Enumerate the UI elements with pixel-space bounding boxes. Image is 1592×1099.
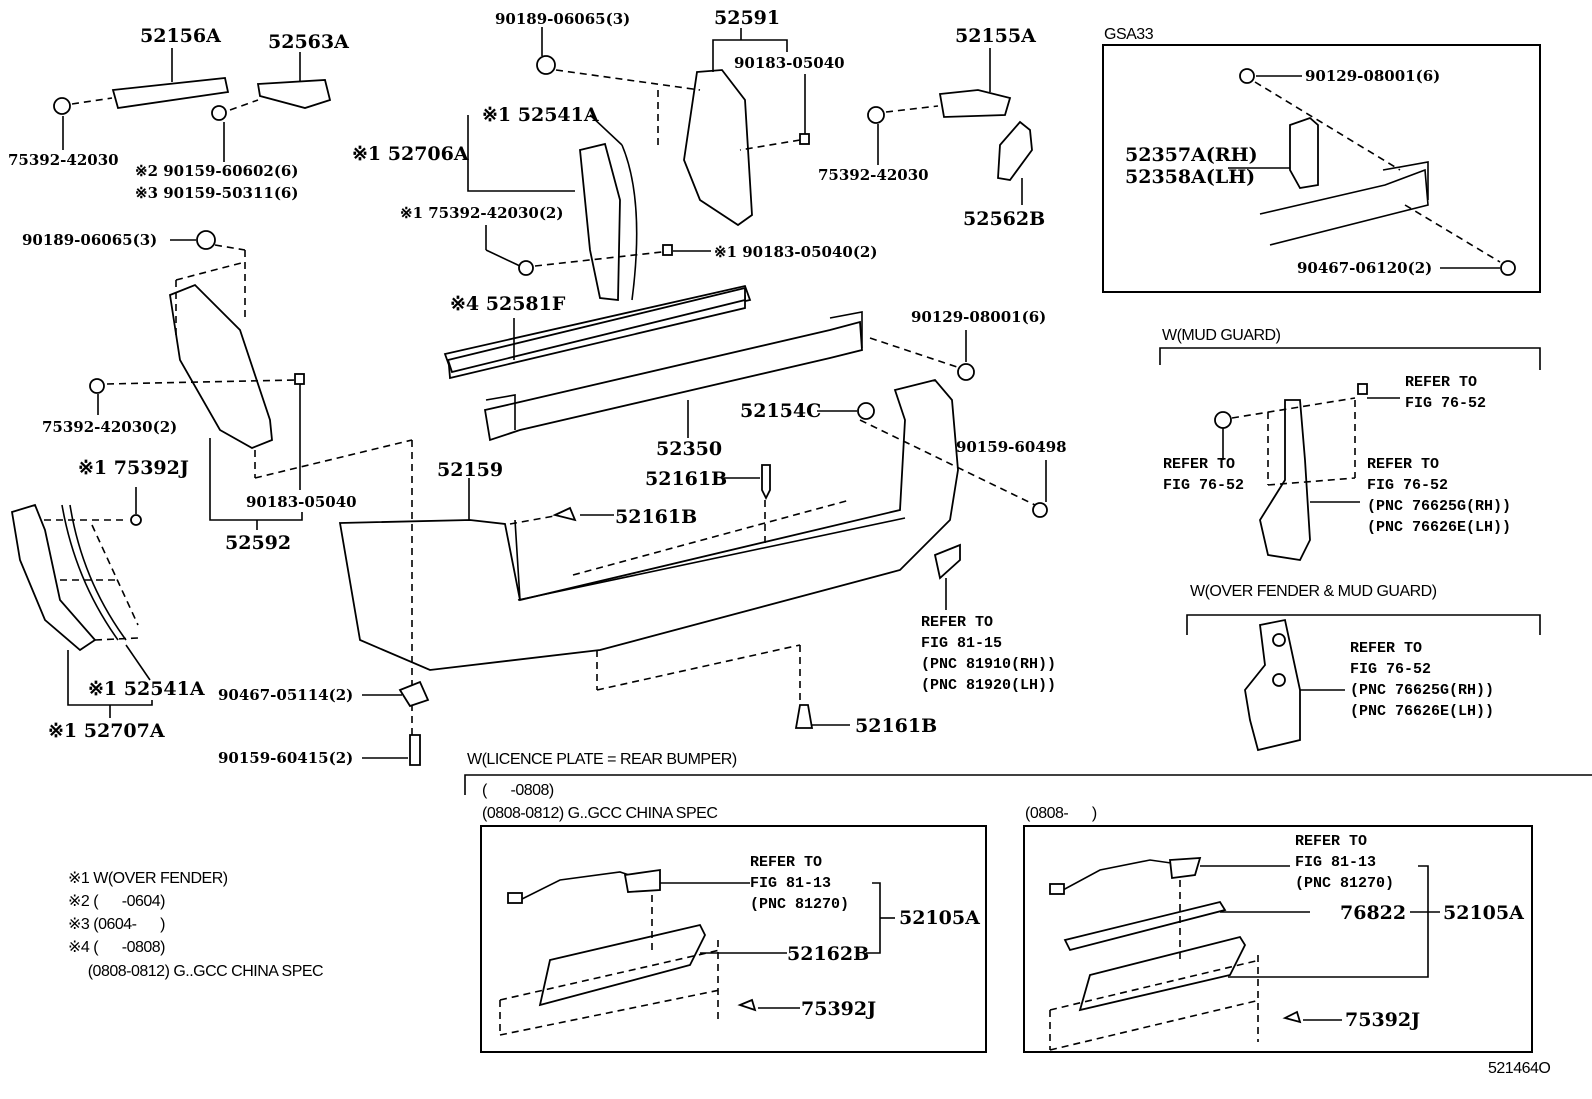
figure-code: 521464O [1488, 1060, 1551, 1077]
over-fender-mud-guard-reference[interactable]: REFER TO FIG 76-52 (PNC 76625G(RH)) (PNC… [1350, 640, 1495, 720]
clip-75392-42030-a [53, 97, 113, 150]
part-label-52350[interactable]: 52350 [656, 438, 723, 460]
part-label-52161B[interactable]: 52161B [615, 506, 698, 528]
part-label-90467-05114[interactable]: 90467-05114(2) [218, 686, 354, 704]
part-label-90129-08001[interactable]: 90129-08001(6) [1305, 67, 1441, 85]
licence-box-left [480, 825, 987, 1053]
licence-range-b: (0808-0812) G..GCC CHINA SPEC [482, 805, 718, 822]
licence-right-reference[interactable]: REFER TO FIG 81-13 (PNC 81270) [1295, 833, 1395, 892]
part-label-52706A[interactable]: ※1 52706A [352, 143, 469, 165]
footnote-4-cont: (0808-0812) G..GCC CHINA SPEC [68, 963, 324, 980]
garnish-52541A-lower [10, 487, 153, 718]
licence-box-right [1023, 825, 1533, 1053]
part-label-90183-05040[interactable]: 90183-05040 [734, 54, 845, 72]
licence-plate-title: W(LICENCE PLATE = REAR BUMPER) [467, 751, 737, 768]
part-label-52156A[interactable]: 52156A [140, 25, 221, 47]
part-label-75392J[interactable]: 75392J [801, 998, 877, 1020]
part-label-76822[interactable]: 76822 [1340, 902, 1407, 924]
footnote-3: ※3 (0604- ) [68, 916, 166, 933]
part-label-75392-42030-2[interactable]: ※1 75392-42030(2) [400, 204, 564, 222]
part-label-52105A[interactable]: 52105A [1443, 902, 1524, 924]
part-label-90183-05040[interactable]: 90183-05040 [246, 493, 357, 511]
licence-left-reference[interactable]: REFER TO FIG 81-13 (PNC 81270) [750, 854, 850, 913]
gsa33-bracket-art [1228, 68, 1516, 276]
part-label-52154C[interactable]: 52154C [740, 400, 822, 422]
part-label-90159-60415[interactable]: 90159-60415(2) [218, 749, 354, 767]
part-label-90189-06065[interactable]: 90189-06065(3) [495, 10, 631, 28]
bracket-52592 [89, 230, 413, 530]
over-fender-mud-guard-art [1244, 618, 1345, 752]
part-label-52562B[interactable]: 52562B [963, 208, 1046, 230]
bracket-52563A [211, 52, 332, 162]
part-label-52161B[interactable]: 52161B [855, 715, 938, 737]
part-label-90183-05040-2[interactable]: ※1 90183-05040(2) [714, 243, 878, 261]
mud-guard-art [1214, 383, 1400, 561]
part-label-52155A[interactable]: 52155A [955, 25, 1036, 47]
garnish-52541A-upper [467, 114, 711, 302]
fastener-art [362, 402, 1048, 766]
part-label-75392-42030-2[interactable]: 75392-42030(2) [42, 418, 178, 436]
part-label-75392-42030[interactable]: 75392-42030 [8, 151, 119, 169]
part-label-90159-50311[interactable]: ※3 90159-50311(6) [135, 184, 299, 202]
part-label-52707A[interactable]: ※1 52707A [48, 720, 165, 742]
mud-guard-bracket [1159, 347, 1541, 370]
part-label-52162B[interactable]: 52162B [787, 943, 870, 965]
licence-right-art [1049, 857, 1440, 1051]
mud-guard-reference-part[interactable]: REFER TO FIG 76-52 (PNC 76625G(RH)) (PNC… [1367, 456, 1512, 536]
footnote-2: ※2 ( -0604) [68, 893, 166, 910]
moulding-52581F [443, 284, 752, 380]
part-label-52563A[interactable]: 52563A [268, 31, 349, 53]
part-label-52541A[interactable]: ※1 52541A [88, 678, 205, 700]
mud-guard-title: W(MUD GUARD) [1162, 327, 1281, 344]
reflector-reference[interactable]: REFER TO FIG 81-15 (PNC 81910(RH)) (PNC … [921, 614, 1057, 694]
mud-guard-reference-screw[interactable]: REFER TO FIG 76-52 [1163, 456, 1245, 494]
part-label-75392J[interactable]: ※1 75392J [78, 457, 189, 479]
bracket-52156A [111, 48, 230, 110]
part-label-52357A[interactable]: 52357A(RH) [1125, 144, 1258, 166]
part-label-52581F[interactable]: ※4 52581F [450, 293, 566, 315]
footnote-1: ※1 W(OVER FENDER) [68, 870, 228, 887]
mud-guard-reference-clip[interactable]: REFER TO FIG 76-52 [1405, 374, 1487, 412]
part-label-90129-08001[interactable]: 90129-08001(6) [911, 308, 1047, 326]
bracket-52155A [867, 48, 1033, 205]
gsa33-box [1102, 44, 1541, 293]
bracket-52591 [536, 27, 810, 227]
part-label-52541A[interactable]: ※1 52541A [482, 104, 599, 126]
part-label-90159-60498[interactable]: 90159-60498 [956, 438, 1067, 456]
over-fender-bracket [1186, 614, 1541, 635]
licence-range-a: ( -0808) [482, 782, 554, 799]
licence-range-c: (0808- ) [1025, 805, 1097, 822]
gsa33-title: GSA33 [1104, 26, 1154, 43]
part-label-75392-42030[interactable]: 75392-42030 [818, 166, 929, 184]
part-label-90189-06065[interactable]: 90189-06065(3) [22, 231, 158, 249]
licence-left-art [499, 868, 895, 1036]
licence-plate-bracket [464, 774, 1592, 795]
part-label-52591[interactable]: 52591 [714, 7, 781, 29]
footnote-4: ※4 ( -0808) [68, 939, 166, 956]
part-label-52358A[interactable]: 52358A(LH) [1125, 166, 1256, 188]
part-label-52159[interactable]: 52159 [437, 459, 504, 481]
over-fender-mud-guard-title: W(OVER FENDER & MUD GUARD) [1190, 583, 1437, 600]
bumper-cover-52159 [338, 378, 1036, 745]
part-label-90467-06120[interactable]: 90467-06120(2) [1297, 259, 1433, 277]
part-label-52105A[interactable]: 52105A [899, 907, 980, 929]
part-label-52161B[interactable]: 52161B [645, 468, 728, 490]
part-label-75392J[interactable]: 75392J [1345, 1009, 1421, 1031]
part-label-52592[interactable]: 52592 [225, 532, 292, 554]
part-label-90159-60602[interactable]: ※2 90159-60602(6) [135, 162, 299, 180]
reinforcement-52350 [483, 311, 975, 442]
